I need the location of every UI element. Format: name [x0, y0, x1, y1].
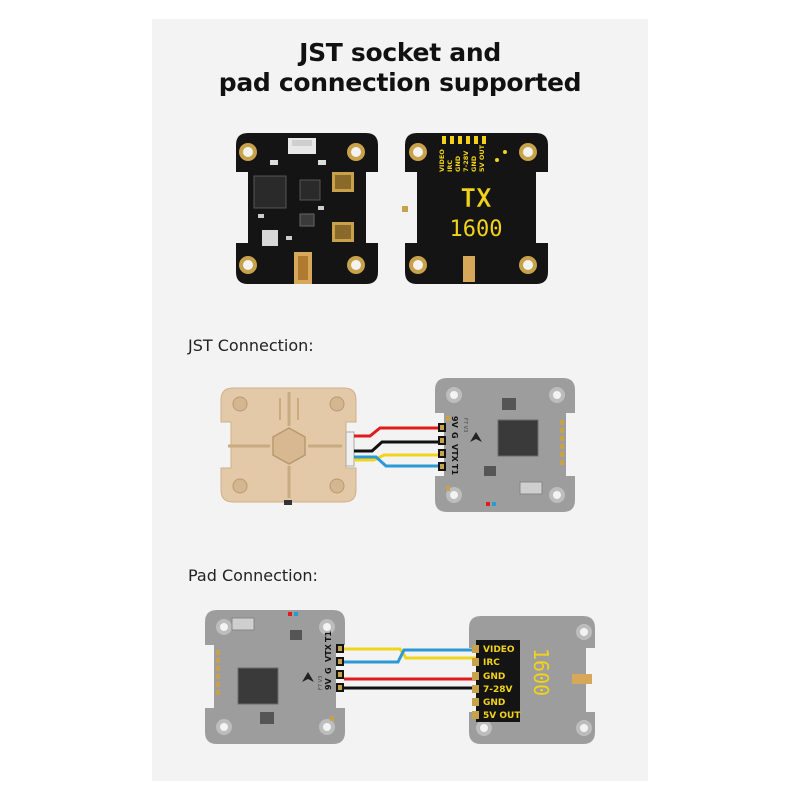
vtx-back-pad-label: VIDEO: [438, 149, 446, 172]
title-line-2: pad connection supported: [218, 68, 582, 97]
fc-board-pad: 9V G VTX T1 F7 V3: [205, 610, 345, 744]
vtx-back-pad-label: GND: [454, 155, 462, 172]
fc-pad-label: 9V: [450, 416, 459, 429]
fc-pad-label: T1: [324, 631, 333, 642]
section-label-jst: JST Connection:: [188, 336, 314, 355]
antenna-pad: [463, 256, 475, 282]
usb-c-port: [231, 617, 255, 631]
vtx-pad-label: GND: [483, 698, 505, 708]
fc-pad-label: VTX: [324, 643, 333, 662]
chip: [253, 175, 287, 209]
fc-board-jst: 9V G VTX T1 F7 V3: [435, 378, 575, 512]
fc-pad-label: G: [450, 432, 459, 439]
vtx-pad-strip: [476, 640, 520, 722]
vtx-model-number: 1600: [450, 217, 503, 242]
vtx-pad-label: VIDEO: [483, 645, 515, 655]
fc-pad-label: T1: [450, 464, 459, 475]
pad-wires: [344, 647, 478, 690]
jst-socket: [345, 431, 355, 467]
vtx-back-pad-label: GND: [470, 155, 478, 172]
vtx-board-front: [236, 133, 378, 284]
vtx-board-pads: VIDEO IRC GND 7-28V GND 5V OUT 1600: [469, 616, 595, 744]
fc-pad-label: G: [324, 667, 333, 674]
antenna-pad: [572, 674, 592, 684]
vtx-pad-label: 5V OUT: [483, 711, 521, 721]
vtx-pad-label: 7-28V: [483, 685, 513, 695]
mcu-chip: [237, 667, 279, 705]
vtx-pad-label: IRC: [483, 658, 500, 668]
vtx-board-shield: [220, 387, 357, 505]
section-label-pad: Pad Connection:: [188, 566, 318, 585]
jst-wires: [354, 426, 442, 468]
vtx-back-pad-label: 5V OUT: [478, 144, 486, 172]
title-line-1: JST socket and: [299, 38, 501, 67]
fc-pad-label: 9V: [324, 677, 333, 690]
vtx-back-pad-label: IRC: [446, 160, 454, 172]
vtx-model-number: 1600: [529, 648, 553, 696]
vtx-board-back: VIDEO IRC GND 7-28V GND 5V OUT TX 1600: [402, 133, 548, 284]
usb-c-port: [519, 481, 543, 495]
mcu-chip: [497, 419, 539, 457]
vtx-back-pad-label: 7-28V: [462, 151, 470, 172]
vtx-model-label: TX: [460, 184, 492, 214]
fc-pad-label: VTX: [450, 444, 459, 463]
vtx-pad-label: GND: [483, 672, 505, 682]
fc-silk-label: F7 V3: [318, 676, 324, 690]
fc-silk-label: F7 V3: [462, 418, 468, 432]
